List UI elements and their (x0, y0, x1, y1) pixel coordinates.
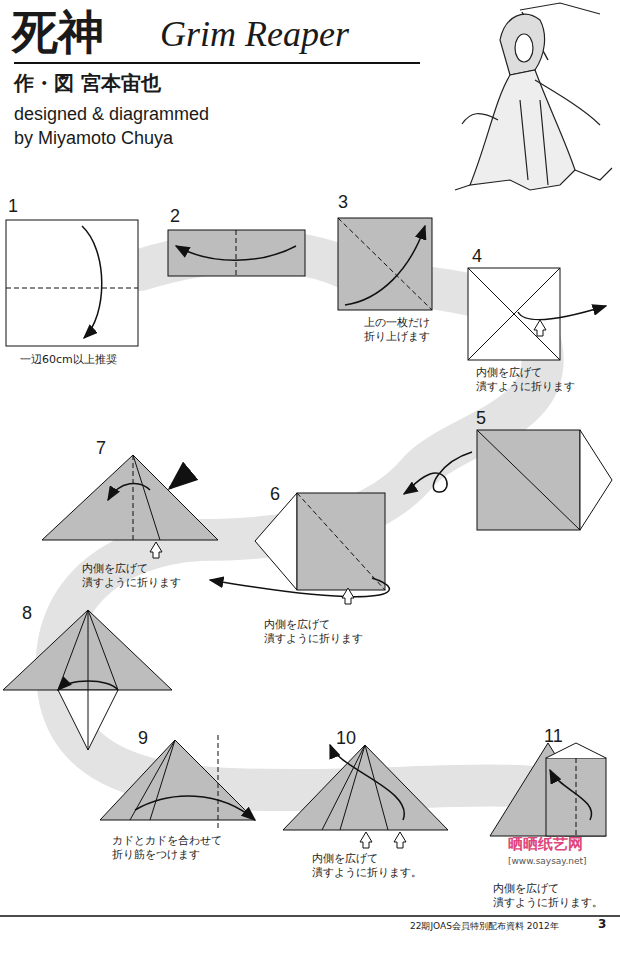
step-number: 7 (96, 438, 106, 459)
step-number: 1 (8, 196, 18, 217)
step-number: 4 (472, 246, 482, 267)
title: 死神 (12, 6, 104, 59)
watermark: 晒晒纸艺网 (508, 836, 583, 853)
caption: 内側を広げて 潰すように折ります (476, 366, 588, 395)
step-number: 8 (22, 603, 32, 624)
caption: 内側を広げて 潰すように折ります (264, 618, 376, 647)
page-number: 3 (598, 918, 606, 932)
caption: 内側を広げて 潰すように折ります。 (493, 882, 615, 911)
credit-line: designed & diagrammed (14, 104, 209, 125)
caption: 内側を広げて 潰すように折ります。 (312, 852, 434, 881)
step-number: 3 (338, 192, 348, 213)
footer-note: 22期JOAS会員特別配布資料 2012年 (410, 921, 559, 931)
credit-line: by Miyamoto Chuya (14, 128, 173, 149)
step-number: 6 (270, 484, 280, 505)
author-credit: 作・図 宮本宙也 (14, 72, 161, 95)
step-number: 2 (170, 206, 180, 227)
step-number: 11 (544, 726, 563, 747)
caption: 内側を広げて 潰すように折ります (82, 562, 194, 591)
step-number: 9 (138, 728, 148, 749)
subtitle: Grim Reaper (160, 14, 349, 55)
caption: 上の一枚だけ 折り上げます (364, 316, 448, 345)
caption: 一辺60cm以上推奨 (20, 354, 117, 367)
step-number: 10 (336, 728, 356, 749)
watermark: [www.saysay.net] (508, 856, 587, 866)
caption: カドとカドを合わせて 折り筋をつけます (112, 834, 242, 863)
step-number: 5 (476, 408, 486, 429)
